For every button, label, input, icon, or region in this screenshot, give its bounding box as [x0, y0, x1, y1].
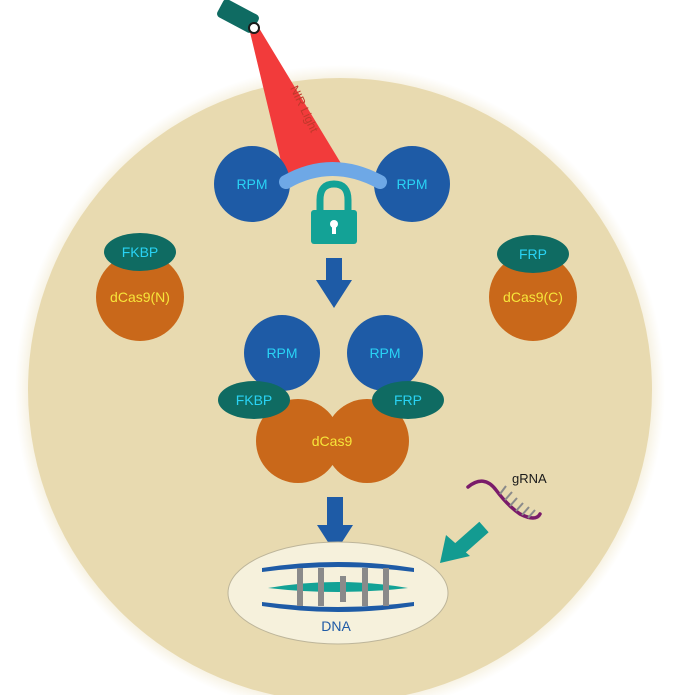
rpm-right: RPM [374, 146, 450, 222]
fkbp-left: FKBP [104, 233, 176, 271]
grna-arrow [440, 521, 489, 563]
grna-label: gRNA [512, 471, 547, 486]
svg-text:dCas9: dCas9 [312, 433, 353, 449]
rpm-complex-left: RPM [244, 315, 320, 391]
frp-complex: FRP [372, 381, 444, 419]
svg-text:dCas9(N): dCas9(N) [110, 289, 170, 305]
svg-text:RPM: RPM [236, 176, 267, 192]
rpm-complex-right: RPM [347, 315, 423, 391]
photoswitch-linker [279, 162, 387, 189]
dcas9-n-fragment: dCas9(N) [96, 253, 184, 341]
svg-text:RPM: RPM [369, 345, 400, 361]
dna-helix-icon [262, 562, 414, 612]
svg-text:RPM: RPM [266, 345, 297, 361]
svg-text:dCas9(C): dCas9(C) [503, 289, 563, 305]
down-arrow-1 [316, 258, 352, 308]
cell-inner [28, 78, 652, 695]
frp-right: FRP [497, 235, 569, 273]
svg-text:FKBP: FKBP [122, 244, 159, 260]
svg-text:RPM: RPM [396, 176, 427, 192]
lamp-icon [217, 0, 260, 34]
down-arrow-2 [317, 497, 353, 553]
dcas9-complex: dCas9 [256, 399, 409, 483]
dna-label: DNA [321, 618, 351, 634]
padlock-icon [311, 180, 357, 244]
svg-text:FRP: FRP [519, 246, 547, 262]
svg-text:FRP: FRP [394, 392, 422, 408]
grna-strand [466, 479, 542, 520]
dcas9-c-fragment: dCas9(C) [489, 253, 577, 341]
fkbp-complex: FKBP [218, 381, 290, 419]
rpm-left: RPM [214, 146, 290, 222]
svg-text:FKBP: FKBP [236, 392, 273, 408]
nir-light-beam [249, 28, 345, 178]
